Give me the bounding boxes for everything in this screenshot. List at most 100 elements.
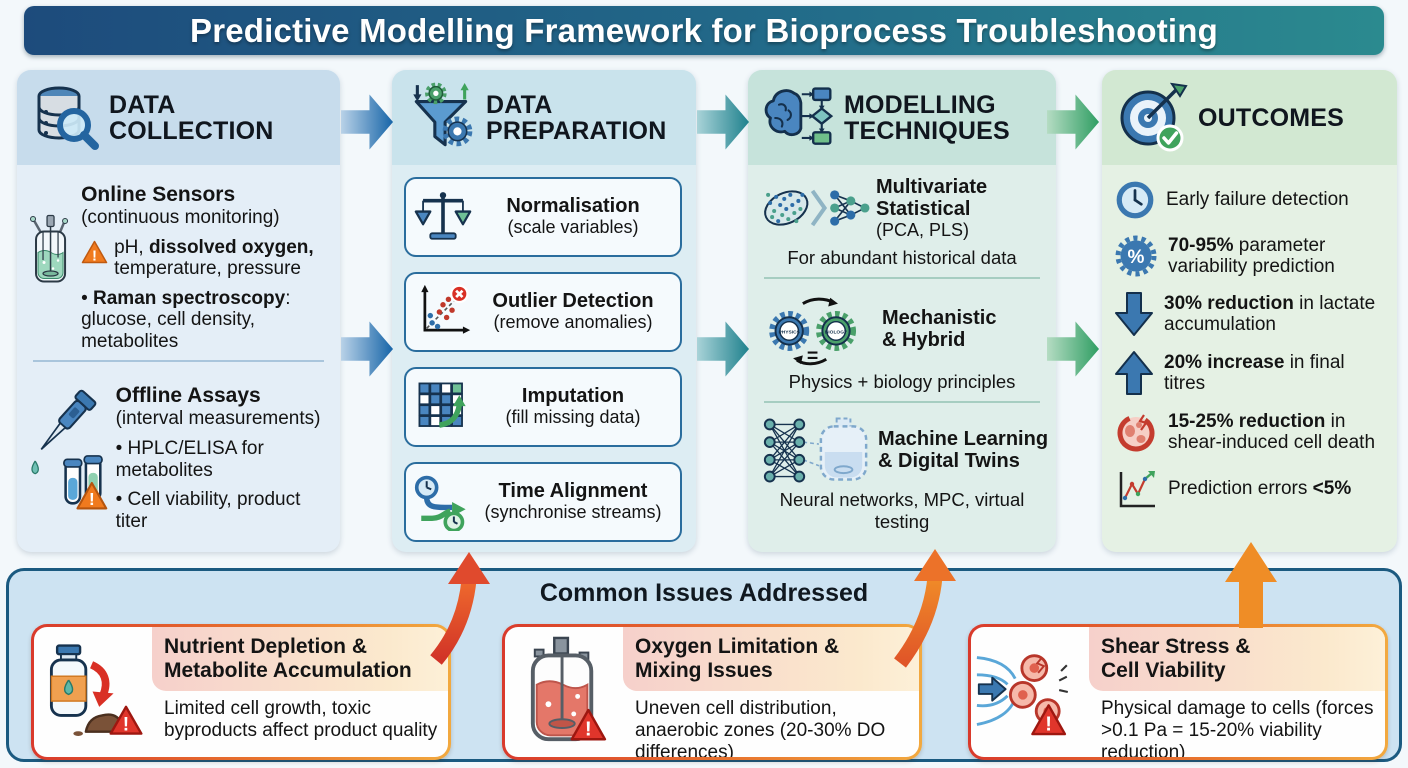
mechanistic-title-1: Mechanistic: [882, 307, 997, 329]
flow-arrow-blue-bottom: [341, 321, 394, 377]
issue-desc-oxygen: Uneven cell distribution, anaerobic zone…: [635, 697, 886, 757]
pca-cluster-icon: [764, 189, 870, 227]
time-sync-icon: [414, 475, 466, 531]
ml-title-1: Machine Learning: [878, 428, 1049, 450]
pipette-tubes-icon: !: [31, 390, 108, 510]
funnel-gears-icon: [413, 82, 473, 146]
brain-flowchart-icon: [764, 86, 834, 145]
offline-assays-subtitle: (interval measurements): [115, 408, 321, 430]
flow-arrow-green-top: [1047, 94, 1100, 150]
outcomes-header: OUTCOMES: [1102, 70, 1397, 165]
offline-assays-section: ! Offline Assays (interval measurements)…: [17, 366, 340, 536]
warning-icon: !: [1031, 704, 1067, 736]
offline-assays-text: Offline Assays (interval measurements) •…: [116, 376, 332, 532]
clock-icon: [1116, 181, 1154, 219]
outcomes-list: Early failure detection % 70-95% paramet…: [1102, 165, 1397, 510]
outlier-subtitle: (remove anomalies): [493, 312, 653, 332]
grid-fill-icon: [418, 382, 466, 428]
multivariate-title-2: Statistical: [876, 197, 971, 220]
time-alignment-subtitle: (synchronise streams): [484, 502, 662, 522]
ml-caption: Neural networks, MPC, virtual testing: [779, 489, 1025, 532]
issue-card-shear-stress: ! Shear Stress & Cell Viability Physical…: [968, 624, 1388, 760]
arrow-down-icon: [1115, 292, 1153, 336]
prediction-chart-icon: [1119, 471, 1155, 508]
outcomes-title: OUTCOMES: [1198, 103, 1345, 132]
card-outlier-detection: Outlier Detection (remove anomalies): [404, 272, 682, 352]
svg-text:!: !: [92, 247, 97, 264]
warning-icon: !: [570, 708, 607, 741]
issue-title-shear: Shear Stress & Cell Viability: [1089, 627, 1385, 691]
flow-arrow-blue-top: [341, 94, 394, 150]
arrow-up-icon: [1115, 351, 1153, 395]
offline-bullet-1: • HPLC/ELISA for metabolites: [115, 438, 264, 481]
online-sensors-subtitle: (continuous monitoring): [81, 207, 280, 228]
online-sensors-section: Online Sensors (continuous monitoring) !…: [17, 165, 340, 356]
multivariate-section: Multivariate Statistical (PCA, PLS): [748, 165, 1056, 245]
mechanistic-title-2: & Hybrid: [882, 329, 966, 351]
issue-title-oxygen: Oxygen Limitation & Mixing Issues: [623, 627, 919, 691]
offline-assays-title: Offline Assays: [115, 384, 261, 408]
warning-icon: !: [76, 482, 108, 510]
outcome-variability-prediction: % 70-95% parameter variability predictio…: [1114, 234, 1391, 278]
online-sensors-text: Online Sensors (continuous monitoring) !…: [81, 175, 332, 352]
svg-text:BIOLOGY: BIOLOGY: [825, 329, 848, 335]
imputation-title: Imputation: [521, 385, 625, 407]
issue-desc-shear: Physical damage to cells (forces >0.1 Pa…: [1101, 697, 1374, 757]
online-sensors-title: Online Sensors: [81, 183, 236, 206]
modelling-divider: [764, 277, 1040, 279]
green-gear: [425, 82, 447, 104]
neural-network-digital-twin-icon: [763, 417, 868, 483]
flow-arrow-green-bottom: [1047, 321, 1100, 377]
svg-text:!: !: [123, 715, 129, 736]
blue-gear: [442, 115, 473, 146]
multivariate-subtitle: (PCA, PLS): [876, 219, 970, 240]
oxygen-mixing-icon: !: [530, 636, 607, 742]
column-data-preparation: DATA PREPARATION Normalisation (scale va…: [392, 70, 696, 552]
svg-text:!: !: [585, 717, 592, 740]
warning-icon: !: [109, 705, 143, 736]
issue-desc-nutrient: Limited cell growth, toxic byproducts af…: [164, 697, 438, 741]
ml-section: Machine Learning & Digital Twins: [748, 407, 1056, 487]
outlier-scatter-icon: [421, 284, 471, 334]
physics-biology-gears-icon: PHYSICS BIOLOGY =: [769, 297, 857, 367]
common-issues-box: Common Issues Addressed !: [6, 568, 1402, 762]
card-normalisation: Normalisation (scale variables): [404, 177, 682, 257]
mechanistic-caption: Physics + biology principles: [788, 371, 1016, 392]
modelling-divider-2: [764, 401, 1040, 403]
target-check-icon: [1120, 82, 1188, 151]
outlier-title: Outlier Detection: [492, 290, 654, 312]
ml-title-2: & Digital Twins: [878, 450, 1020, 472]
offline-bullet-2: • Cell viability, product titer: [115, 489, 301, 532]
flow-arrow-teal-top: [697, 94, 750, 150]
normalisation-subtitle: (scale variables): [507, 217, 639, 237]
sensor-parameters-text: pH, dissolved oxygen, temperature, press…: [114, 237, 314, 280]
percent-badge-icon: %: [1115, 235, 1157, 277]
time-alignment-title: Time Alignment: [498, 480, 648, 502]
nutrient-depletion-icon: !: [49, 644, 143, 736]
imputation-subtitle: (fill missing data): [505, 407, 641, 427]
data-collection-header: DATA COLLECTION: [17, 70, 340, 165]
svg-text:!: !: [1045, 713, 1052, 735]
outcome-prediction-errors: Prediction errors <5%: [1114, 468, 1391, 510]
multivariate-caption: For abundant historical data: [787, 247, 1017, 268]
svg-text:PHYSICS: PHYSICS: [778, 329, 800, 335]
preparation-cards: Normalisation (scale variables) Outlier …: [392, 165, 696, 542]
sensor-parameters-row: ! pH, dissolved oxygen, temperature, pre…: [81, 237, 332, 280]
outcome-titre-increase: 20% increase in final titres: [1114, 350, 1391, 396]
issue-title-nutrient: Nutrient Depletion & Metabolite Accumula…: [152, 627, 448, 691]
balance-scale-icon: [414, 192, 472, 240]
warning-icon: !: [81, 240, 108, 264]
multivariate-title-1: Multivariate: [876, 175, 988, 198]
outcome-shear-reduction: 15-25% reduction in shear-induced cell d…: [1114, 409, 1391, 455]
card-imputation: Imputation (fill missing data): [404, 367, 682, 447]
card-time-alignment: Time Alignment (synchronise streams): [404, 462, 682, 542]
svg-text:=: =: [807, 345, 818, 367]
mechanistic-section: PHYSICS BIOLOGY = Mechanistic & Hybrid: [748, 283, 1056, 369]
outcome-lactate-reduction: 30% reduction in lactate accumulation: [1114, 291, 1391, 337]
feedback-arrow-to-preparation: [430, 552, 490, 665]
damaged-cell-icon: [1117, 414, 1155, 452]
flow-arrow-teal-bottom: [697, 321, 750, 377]
column-modelling-techniques: MODELLING TECHNIQUES: [748, 70, 1056, 552]
feedback-arrow-to-outcomes: [1225, 542, 1277, 628]
